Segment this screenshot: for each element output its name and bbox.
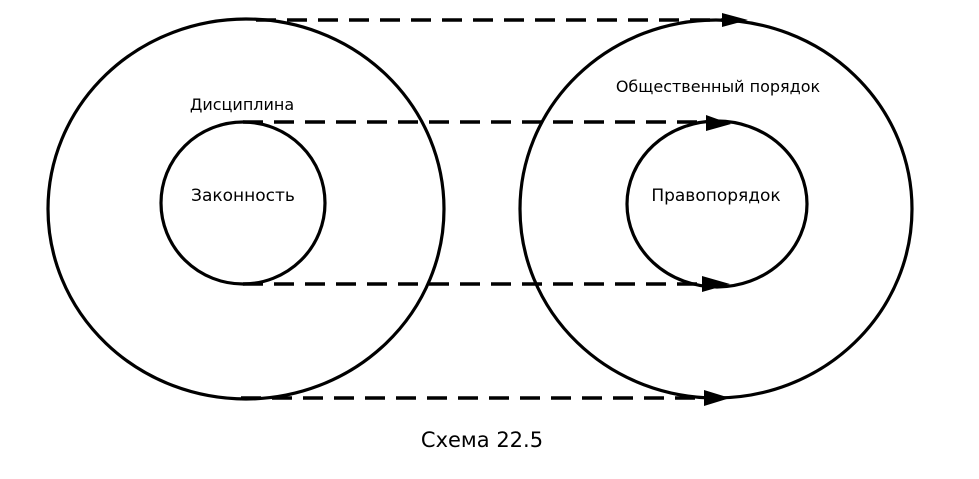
connector-arrowhead-bottom [704,390,730,406]
connector-arrowhead-lower [702,276,730,292]
diagram-caption: Схема 22.5 [421,428,543,452]
public-order-label: Общественный порядок [616,77,821,96]
discipline-outer-ellipse [46,17,446,401]
legality-label: Законность [191,186,295,206]
discipline-label: Дисциплина [190,95,294,114]
law-order-label: Правопорядок [651,186,780,206]
connector-arrowhead-top [722,13,748,27]
connector-arrowhead-upper [706,115,731,131]
